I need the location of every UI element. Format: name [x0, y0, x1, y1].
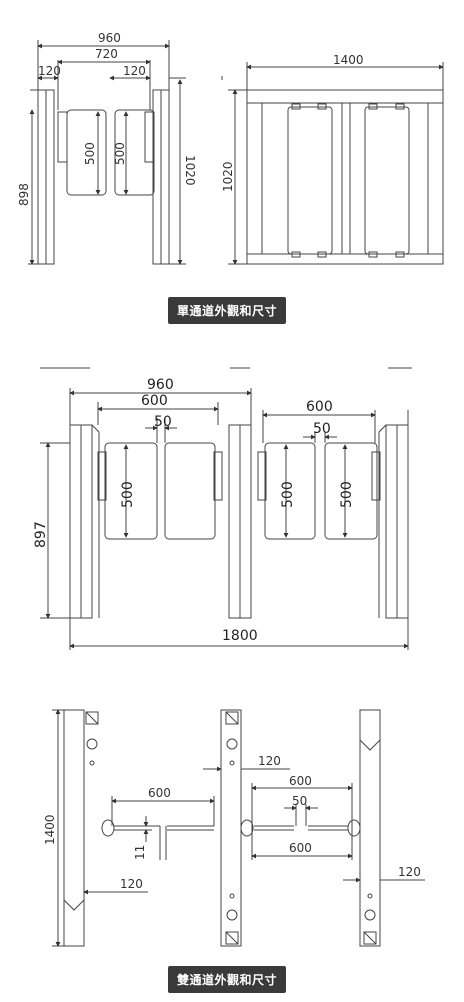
single-side-view	[221, 62, 444, 265]
dim-double-600a: 600	[141, 393, 168, 409]
dim-single-width-720: 720	[95, 47, 118, 61]
dim-top-height-1400: 1400	[43, 814, 57, 845]
dim-double-width-1800: 1800	[222, 628, 258, 644]
dim-single-width-960: 960	[98, 31, 121, 45]
double-top-view	[52, 709, 381, 947]
dim-top-600a: 600	[148, 786, 171, 800]
caption-double-channel: 雙通道外觀和尺寸	[168, 966, 287, 993]
dim-double-height-897: 897	[33, 521, 49, 548]
dim-single-post-120a: 120	[38, 64, 61, 78]
dim-double-width-960: 960	[147, 377, 174, 393]
dim-double-gate-500c: 500	[339, 481, 355, 508]
dim-single-height-1020: 1020	[183, 155, 197, 186]
dim-single-height-898: 898	[17, 183, 31, 206]
dim-single-post-120b: 120	[123, 64, 146, 78]
double-front-view	[40, 367, 412, 650]
dim-double-50a: 50	[154, 414, 172, 430]
dim-double-gate-500b: 500	[280, 481, 296, 508]
caption-single-channel: 單通道外觀和尺寸	[168, 297, 287, 324]
dim-double-600b: 600	[306, 399, 333, 415]
dim-top-120a: 120	[258, 754, 281, 768]
dim-single-gate-500b: 500	[113, 142, 127, 165]
dim-double-50b: 50	[313, 421, 331, 437]
dim-top-600b: 600	[289, 774, 312, 788]
dim-double-gate-500a: 500	[120, 481, 136, 508]
dim-top-11: 11	[133, 845, 147, 860]
dim-top-120c: 120	[398, 865, 421, 879]
dim-single-depth-1400: 1400	[333, 53, 364, 67]
dim-single-side-1020: 1020	[221, 161, 235, 192]
dim-top-50: 50	[292, 794, 307, 808]
dim-single-gate-500a: 500	[83, 142, 97, 165]
dim-top-120b: 120	[120, 877, 143, 891]
dim-top-600c: 600	[289, 841, 312, 855]
